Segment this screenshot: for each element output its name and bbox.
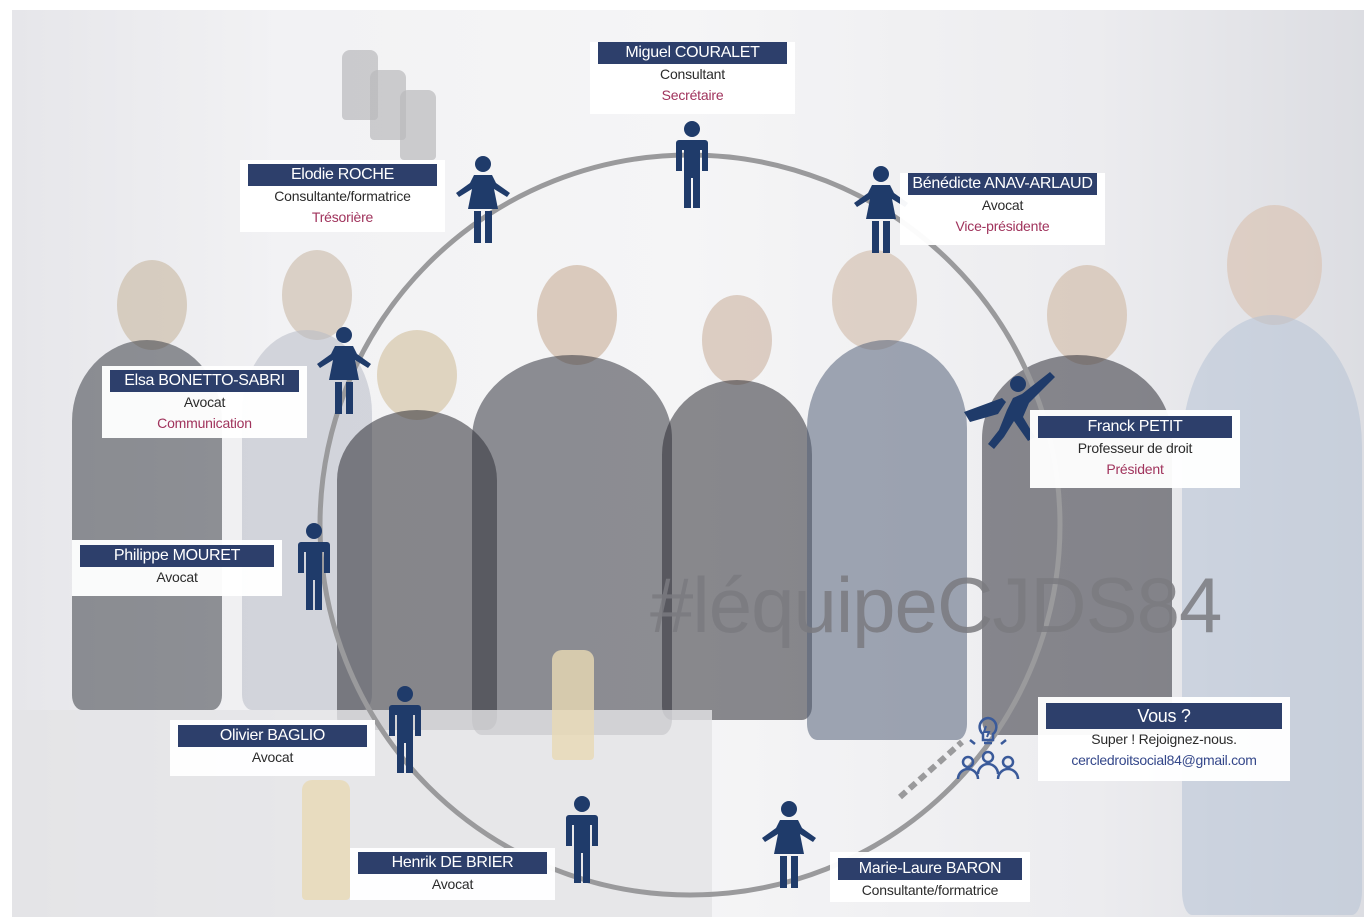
bottle: [552, 650, 594, 760]
member-card-philippe: Philippe MOURET Avocat: [72, 540, 282, 596]
person-body: [662, 380, 812, 720]
woman-icon: [854, 166, 908, 253]
member-role: Professeur de droit: [1077, 440, 1193, 456]
woman-icon: [456, 156, 510, 243]
member-card-elsa: Elsa BONETTO-SABRI Avocat Communication: [102, 366, 307, 438]
member-role: Consultante/formatrice: [274, 188, 411, 204]
man-icon: [676, 121, 708, 208]
member-name: Bénédicte ANAV-ARLAUD: [908, 173, 1097, 195]
man-icon: [389, 686, 421, 773]
member-name: Philippe MOURET: [80, 545, 274, 567]
person-head: [537, 265, 617, 365]
member-name: Elsa BONETTO-SABRI: [110, 370, 299, 392]
member-name: Franck PETIT: [1038, 416, 1232, 438]
man-icon: [566, 796, 598, 883]
member-card-miguel: Miguel COURALET Consultant Secrétaire: [590, 42, 795, 114]
member-office: Secrétaire: [661, 87, 724, 103]
member-card-henrik: Henrik DE BRIER Avocat: [350, 848, 555, 900]
member-office: Communication: [157, 415, 252, 431]
bottle: [302, 780, 350, 900]
member-office: Trésorière: [311, 209, 374, 225]
dashed-connector: [898, 739, 964, 800]
member-card-elodie: Elodie ROCHE Consultante/formatrice Trés…: [240, 160, 445, 232]
woman-icon: [762, 801, 816, 888]
join-us-title: Vous ?: [1046, 703, 1282, 729]
member-name: Olivier BAGLIO: [178, 725, 367, 747]
hashtag-text: #léquipeCJDS84: [650, 561, 1222, 649]
person-head: [1227, 205, 1322, 325]
circle-outline: [317, 152, 1063, 898]
join-us-text: Super ! Rejoignez-nous.: [1091, 731, 1237, 747]
person-body: [337, 410, 497, 730]
member-card-benedicte: Bénédicte ANAV-ARLAUD Avocat Vice-présid…: [900, 173, 1105, 245]
superhero-icon: [964, 372, 1055, 449]
member-office: Président: [1106, 461, 1164, 477]
person-head: [1047, 265, 1127, 365]
member-role: Avocat: [183, 394, 226, 410]
member-card-franck: Franck PETIT Professeur de droit Préside…: [1030, 410, 1240, 488]
member-card-olivier: Olivier BAGLIO Avocat: [170, 720, 375, 776]
member-name: Henrik DE BRIER: [358, 852, 547, 874]
person-head: [377, 330, 457, 420]
person-head: [282, 250, 352, 340]
member-role: Avocat: [431, 876, 474, 892]
lamp-shade: [400, 90, 436, 160]
join-us-card: Vous ? Super ! Rejoignez-nous. cercledro…: [1038, 697, 1290, 781]
man-icon: [298, 523, 330, 610]
member-office: Vice-présidente: [955, 218, 1050, 234]
member-role: Consultant: [660, 66, 725, 82]
person-head: [117, 260, 187, 350]
member-name: Marie-Laure BARON: [838, 858, 1022, 880]
person-head: [702, 295, 772, 385]
member-card-marie-laure: Marie-Laure BARON Consultante/formatrice: [830, 852, 1030, 902]
member-role: Avocat: [251, 749, 294, 765]
member-role: Avocat: [981, 197, 1024, 213]
contact-email-link[interactable]: cercledroitsocial84@gmail.com: [1071, 752, 1257, 768]
member-role: Consultante/formatrice: [861, 882, 999, 898]
team-idea-icon: [956, 716, 1020, 780]
woman-icon: [317, 327, 371, 414]
person-head: [832, 250, 917, 350]
member-name: Elodie ROCHE: [248, 164, 437, 186]
member-name: Miguel COURALET: [598, 42, 787, 64]
member-role: Avocat: [156, 569, 198, 585]
person-body: [807, 340, 967, 740]
